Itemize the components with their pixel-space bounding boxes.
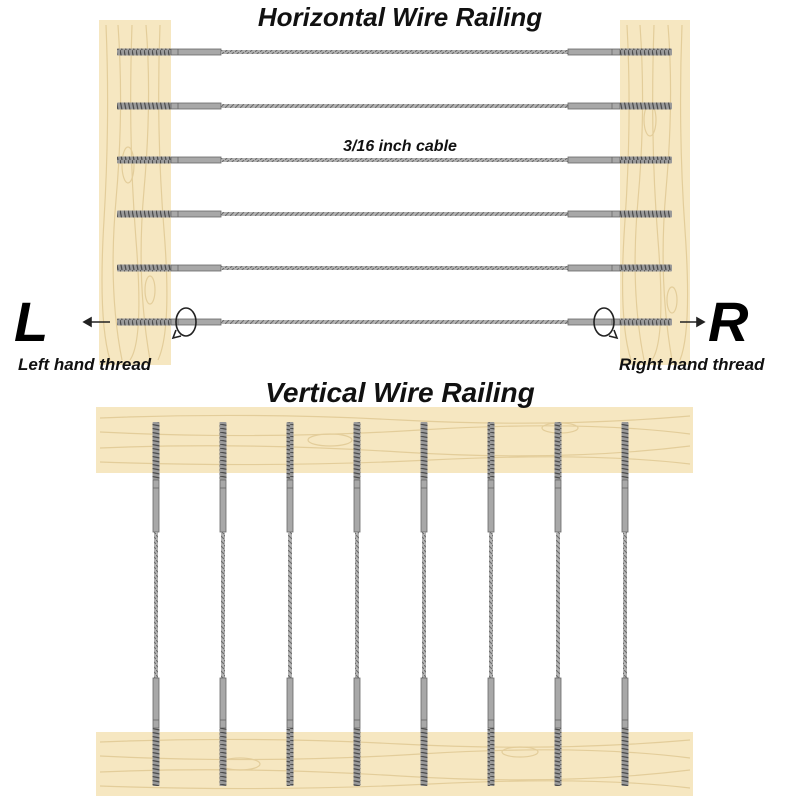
vertical-cable — [420, 422, 428, 786]
wood-rail-bottom — [96, 732, 693, 796]
wood-rail-top — [96, 407, 693, 473]
arrow-right-icon — [680, 316, 706, 328]
vertical-cable — [152, 422, 160, 786]
horizontal-cable — [117, 210, 672, 218]
horizontal-cable — [117, 264, 672, 272]
horizontal-cable — [117, 318, 672, 326]
vertical-cable — [286, 422, 294, 786]
arrow-left-icon — [82, 316, 110, 328]
horizontal-cables — [117, 48, 672, 326]
horizontal-cable — [117, 48, 672, 56]
rotate-right-icon — [593, 307, 619, 340]
right-thread-label: Right hand thread — [619, 355, 765, 374]
wood-post-left — [99, 20, 171, 365]
horizontal-section-title: Horizontal Wire Railing — [257, 2, 543, 32]
vertical-cable — [621, 422, 629, 786]
wood-post-right — [620, 20, 690, 365]
vertical-cable — [487, 422, 495, 786]
vertical-cables — [152, 422, 629, 786]
vertical-cable — [554, 422, 562, 786]
right-letter: R — [708, 290, 749, 353]
vertical-cable — [353, 422, 361, 786]
horizontal-cable — [117, 156, 672, 164]
vertical-cable — [219, 422, 227, 786]
vertical-section-title: Vertical Wire Railing — [265, 377, 535, 408]
cable-size-label: 3/16 inch cable — [343, 138, 457, 155]
rotate-left-icon — [171, 307, 197, 340]
horizontal-cable — [117, 102, 672, 110]
left-letter: L — [14, 290, 49, 353]
left-thread-label: Left hand thread — [18, 355, 152, 374]
